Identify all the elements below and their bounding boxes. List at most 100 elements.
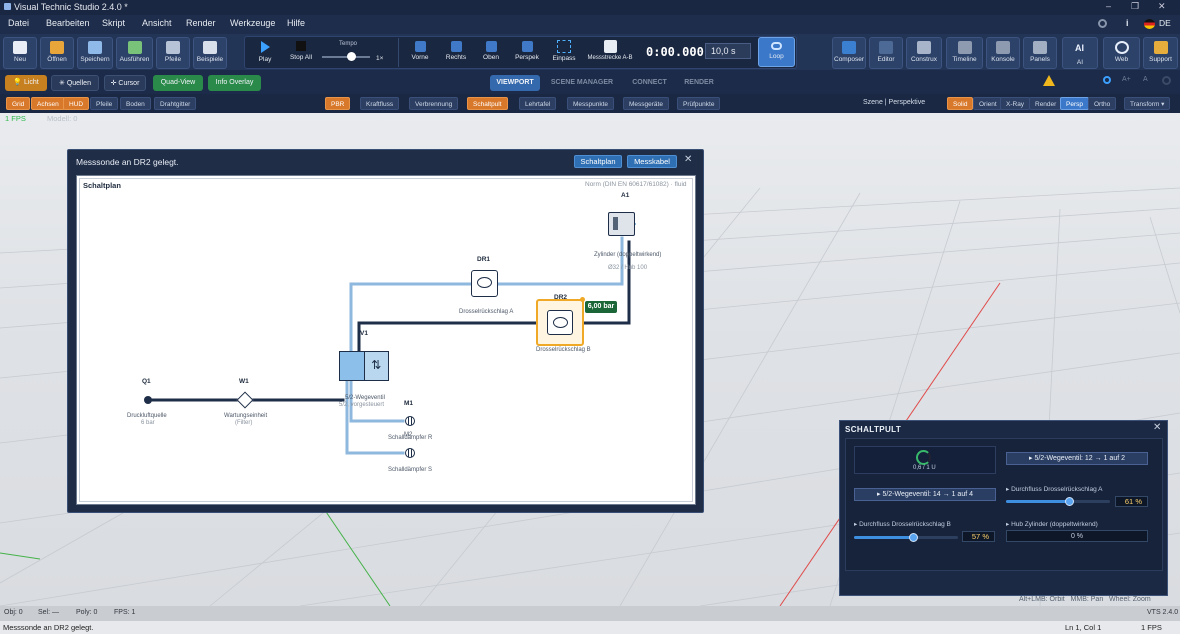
valve-v1-symbol[interactable]: ⇅ (339, 351, 389, 381)
info-overlay-toggle[interactable]: Info Overlay (208, 75, 261, 91)
panels-button[interactable]: Panels (1023, 37, 1057, 69)
silencer-m2-symbol[interactable] (405, 448, 415, 458)
quad-view-toggle[interactable]: Quad-View (153, 75, 203, 91)
cylinder-a1-symbol[interactable] (608, 212, 635, 236)
projection-ortho-toggle[interactable]: Ortho (1088, 97, 1117, 110)
measure-points-toggle[interactable]: Messpunkte (567, 97, 615, 110)
panel-close-icon[interactable]: ✕ (1153, 422, 1162, 433)
menu-ansicht[interactable]: Ansicht (142, 18, 172, 28)
throttle-dr2-selected[interactable] (536, 299, 584, 346)
flow-b-slider-knob[interactable] (909, 533, 919, 542)
measure-ab-button[interactable]: Messstrecke A-B (586, 39, 634, 61)
throttle-dr1-symbol[interactable] (471, 270, 498, 297)
flow-a-slider-knob[interactable] (1065, 497, 1075, 506)
scene-mode-label: Szene | Perspektive (863, 99, 926, 106)
measure-devices-toggle[interactable]: Messgeräte (623, 97, 669, 110)
valve-14-button[interactable]: ▸ 5/2-Wegeventil: 14 → 1 auf 4 (854, 488, 996, 501)
tempo-slider-knob[interactable] (347, 52, 356, 61)
projection-persp-toggle[interactable]: Persp (1060, 97, 1089, 110)
editor-button[interactable]: Editor (869, 37, 903, 69)
arrows-toggle[interactable]: Pfeile (90, 97, 119, 110)
schematic-button[interactable]: Schaltplan (574, 155, 622, 168)
arrows-button[interactable]: Pfeile (156, 37, 190, 69)
render-orient-toggle[interactable]: Orient (973, 97, 1003, 110)
schematic-canvas[interactable]: Schaltplan Norm (DIN EN 60617/61082) · f… (76, 175, 696, 505)
floor-toggle[interactable]: Boden (120, 97, 151, 110)
info-icon[interactable]: i (1126, 18, 1129, 28)
loop-toggle[interactable]: Loop (758, 37, 795, 67)
flow-b-value[interactable]: 57 % (962, 531, 995, 542)
cursor-toggle[interactable]: ✛ Cursor (104, 75, 146, 91)
valve-12-button[interactable]: ▸ 5/2-Wegeventil: 12 → 1 auf 2 (1006, 452, 1148, 465)
minimize-icon[interactable]: – (1106, 1, 1112, 11)
view-perspective-button[interactable]: Perspek (513, 39, 541, 61)
theme-icon[interactable] (1162, 76, 1171, 85)
console-button[interactable]: Konsole (986, 37, 1020, 69)
menu-render[interactable]: Render (186, 18, 216, 28)
probe-cable-button[interactable]: Messkabel (627, 155, 677, 168)
construx-button[interactable]: Construx (906, 37, 942, 69)
silencer-m1-symbol[interactable] (405, 416, 415, 426)
web-button[interactable]: Web (1103, 37, 1140, 69)
duration-input[interactable]: 10,0 s (705, 43, 751, 59)
fit-view-button[interactable]: Einpass (552, 39, 576, 62)
render-render-toggle[interactable]: Render (1029, 97, 1063, 110)
run-button[interactable]: Ausführen (116, 37, 153, 69)
menu-skript[interactable]: Skript (102, 18, 126, 28)
menu-werkzeuge[interactable]: Werkzeuge (230, 18, 276, 28)
save-button[interactable]: Speichern (77, 37, 113, 69)
render-solid-toggle[interactable]: Solid (947, 97, 974, 110)
time-display: 0:00.000 (646, 45, 704, 59)
settings-gear-icon[interactable] (1098, 19, 1107, 28)
tab-render[interactable]: RENDER (684, 79, 714, 86)
tab-connect[interactable]: CONNECT (632, 79, 667, 86)
transport-panel (244, 36, 797, 69)
menu-hilfe[interactable]: Hilfe (287, 18, 306, 28)
ribbon-toolbar: Neu Öffnen Speichern Ausführen Pfeile Be… (0, 34, 1180, 70)
font-reset-icon[interactable]: A (1143, 76, 1148, 83)
new-button[interactable]: Neu (3, 37, 37, 69)
chalkboard-toggle[interactable]: Lehrtafel (519, 97, 557, 110)
axes-toggle[interactable]: Achsen (31, 97, 65, 110)
examples-button[interactable]: Beispiele (193, 37, 227, 69)
language-label[interactable]: DE (1159, 18, 1171, 28)
tab-scene-manager[interactable]: SCENE MANAGER (550, 79, 614, 86)
tab-viewport[interactable]: VIEWPORT (490, 75, 540, 91)
force-flow-toggle[interactable]: Kraftfluss (360, 97, 400, 110)
v1-tag: V1 (360, 330, 368, 337)
transform-dropdown[interactable]: Transform ▾ (1124, 97, 1171, 110)
flow-a-value[interactable]: 61 % (1115, 496, 1148, 507)
support-button[interactable]: Support (1143, 37, 1178, 69)
control-panel-toggle[interactable]: Schaltpult (467, 97, 508, 110)
stop-all-button[interactable]: Stop All (287, 39, 315, 61)
composer-button[interactable]: Composer (832, 37, 866, 69)
warning-icon[interactable] (1043, 75, 1055, 86)
test-points-toggle[interactable]: Prüfpunkte (677, 97, 721, 110)
open-button[interactable]: Öffnen (40, 37, 74, 69)
render-xray-toggle[interactable]: X-Ray (1000, 97, 1031, 110)
maximize-icon[interactable]: ❐ (1131, 1, 1140, 11)
tempo-slider[interactable] (322, 56, 370, 58)
menu-datei[interactable]: Datei (8, 18, 30, 28)
grid-toggle[interactable]: Grid (6, 97, 31, 110)
font-increase-icon[interactable]: A+ (1122, 76, 1131, 83)
view-front-button[interactable]: Vorne (409, 39, 431, 61)
view-top-button[interactable]: Oben (480, 39, 502, 61)
combustion-toggle[interactable]: Verbrennung (409, 97, 459, 110)
hud-toggle[interactable]: HUD (63, 97, 90, 110)
close-icon[interactable]: ✕ (1158, 1, 1166, 11)
menu-bearbeiten[interactable]: Bearbeiten (46, 18, 90, 28)
pbr-toggle[interactable]: PBR (325, 97, 351, 110)
timeline-button[interactable]: Timeline (946, 37, 983, 69)
schematic-dialog: Messsonde an DR2 gelegt. Schaltplan Mess… (67, 149, 704, 513)
dialog-close-icon[interactable]: ✕ (684, 154, 693, 165)
view-right-button[interactable]: Rechts (444, 39, 468, 61)
console-icon (996, 41, 1010, 54)
light-toggle[interactable]: 💡 Licht (5, 75, 47, 91)
wireframe-toggle[interactable]: Drahtgitter (154, 97, 197, 110)
play-button[interactable]: Play (252, 39, 278, 63)
search-icon[interactable] (1103, 76, 1111, 84)
sources-toggle[interactable]: ✳ Quellen (51, 75, 99, 91)
air-source-symbol[interactable] (144, 396, 152, 404)
